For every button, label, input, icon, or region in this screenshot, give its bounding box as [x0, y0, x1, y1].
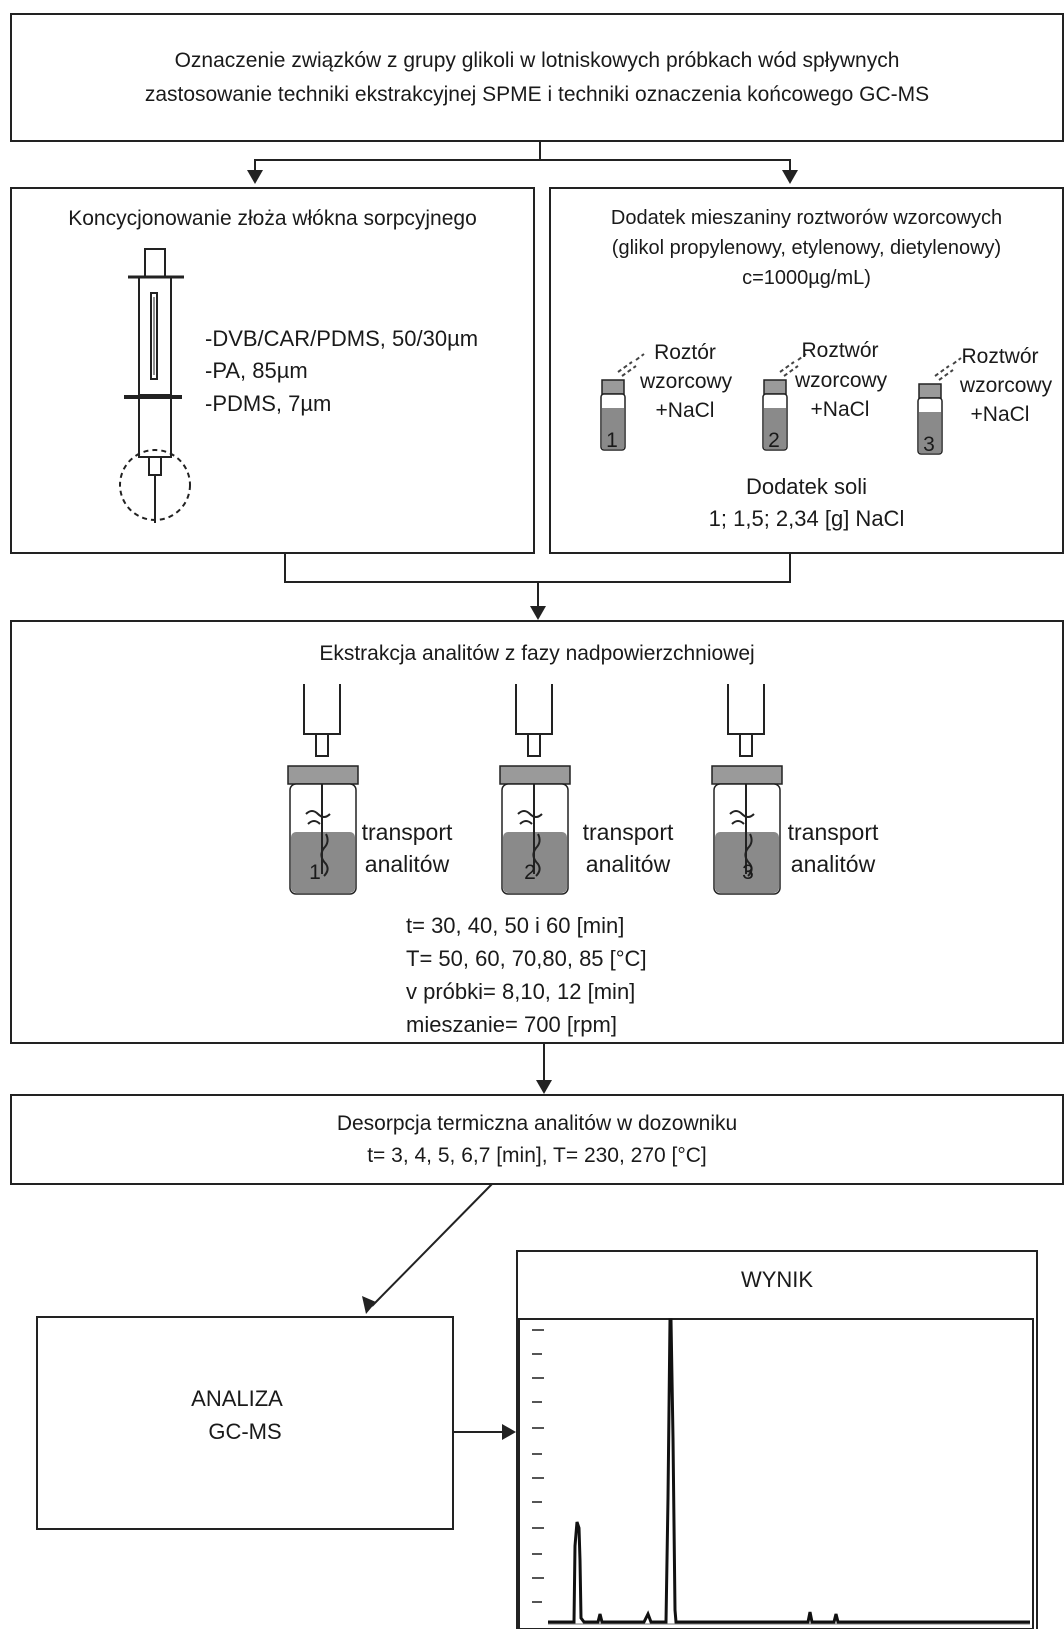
extraction-vial-2 — [499, 684, 571, 895]
extraction-param-temp: T= 50, 60, 70,80, 85 [°C] — [406, 946, 647, 971]
analysis-line-1: ANALIZA — [191, 1386, 283, 1411]
desorption-line-1: Desorpcja termiczna analitów w dozowniku — [336, 1112, 738, 1135]
extraction-vial-2-label-2: analitów — [585, 851, 671, 877]
standard-vial-3-label-3: +NaCl — [970, 403, 1030, 426]
extraction-param-time: t= 30, 40, 50 i 60 [min] — [406, 913, 625, 938]
title-box — [10, 13, 1064, 142]
standard-vial-1-label-2: wzorcowy — [640, 370, 733, 393]
standards-line-1: Dodatek mieszaniny roztworów wzorcowych — [610, 207, 1003, 229]
extraction-param-volume: v próbki= 8,10, 12 [min] — [406, 979, 636, 1004]
extraction-vial-3 — [711, 684, 783, 895]
chromatogram — [518, 1318, 1034, 1629]
standard-vial-3-label-1: Roztwór — [961, 345, 1039, 368]
standards-box — [549, 187, 1064, 554]
standard-vial-1-label-1: Roztór — [654, 341, 716, 364]
title-line-1: Oznaczenie związków z grupy glikoli w lo… — [174, 49, 900, 72]
extraction-vial-1 — [287, 684, 359, 895]
fiber-2: -PA, 85µm — [205, 358, 308, 383]
join-connector — [284, 554, 791, 583]
standard-vial-3-label-2: wzorcowy — [959, 374, 1053, 397]
arrow-to-analysis — [371, 1183, 493, 1307]
standard-vial-3 — [917, 357, 962, 455]
standards-line-2: (glikol propylenowy, etylenowy, dietylen… — [611, 237, 1002, 259]
extraction-vial-3-number: 3 — [742, 861, 754, 884]
extraction-vial-2-label-1: transport — [582, 819, 674, 845]
standard-vial-2 — [762, 353, 807, 451]
desorption-box — [10, 1094, 1064, 1185]
standard-vial-1-number: 1 — [606, 429, 618, 452]
result-title: WYNIK — [740, 1267, 814, 1292]
split-connector — [254, 140, 541, 178]
standard-vial-2-label-2: wzorcowy — [795, 369, 888, 392]
extraction-vial-1-label-2: analitów — [364, 851, 450, 877]
extraction-vial-1-number: 1 — [309, 861, 321, 884]
extraction-heading: Ekstrakcja analitów z fazy nadpowierzchn… — [319, 642, 755, 665]
extraction-vial-2-number: 2 — [524, 861, 536, 884]
salt-line-1: Dodatek soli — [745, 474, 868, 499]
conditioning-heading: Koncycjonowanie złoża włókna sorpcyjnego — [68, 207, 477, 230]
desorption-line-2: t= 3, 4, 5, 6,7 [min], T= 230, 270 [°C] — [367, 1144, 707, 1167]
salt-line-2: 1; 1,5; 2,34 [g] NaCl — [708, 506, 905, 531]
extraction-vial-3-label-2: analitów — [790, 851, 876, 877]
standard-vial-2-number: 2 — [768, 429, 780, 452]
analysis-line-2: GC-MS — [208, 1419, 282, 1444]
title-line-2: zastosowanie techniki ekstrakcyjnej SPME… — [144, 83, 930, 106]
standard-vial-3-number: 3 — [923, 433, 935, 456]
fiber-1: -DVB/CAR/PDMS, 50/30µm — [205, 326, 479, 351]
spme-syringe-icon — [119, 248, 191, 523]
conditioning-box — [10, 187, 535, 554]
extraction-param-stirring: mieszanie= 700 [rpm] — [406, 1012, 617, 1037]
extraction-vial-3-label-1: transport — [787, 819, 879, 845]
extraction-vial-1-label-1: transport — [361, 819, 453, 845]
analysis-box — [36, 1316, 454, 1530]
standard-vial-2-label-1: Roztwór — [801, 339, 879, 362]
fiber-3: -PDMS, 7µm — [205, 391, 332, 416]
standard-vial-1-label-3: +NaCl — [655, 399, 715, 422]
standard-vial-1 — [600, 353, 645, 451]
standard-vial-2-label-3: +NaCl — [810, 398, 870, 421]
standards-line-3: c=1000µg/mL) — [742, 267, 871, 289]
